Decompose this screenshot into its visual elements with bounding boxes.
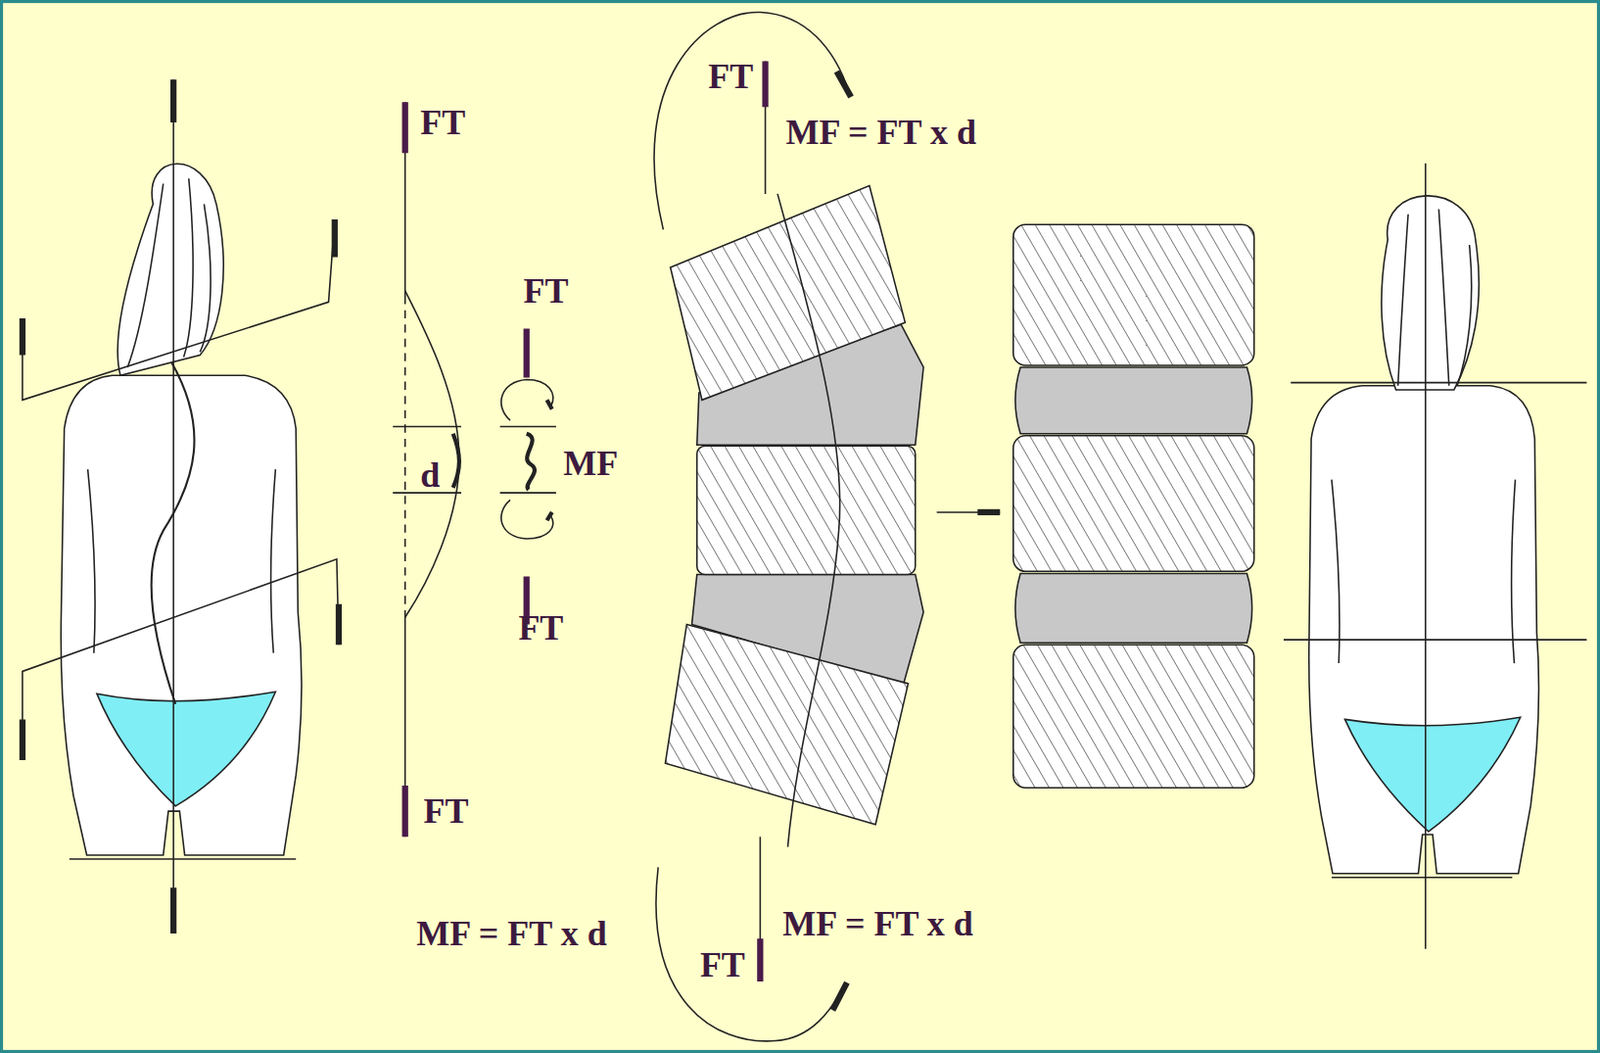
drawing-part <box>402 101 409 837</box>
drawing-part <box>1398 209 1472 386</box>
drawing-part <box>1331 479 1340 663</box>
drawing-part <box>937 511 1001 514</box>
drawing-part <box>151 362 195 705</box>
force-label: FT <box>523 273 569 309</box>
scoliotic-figure <box>22 79 339 934</box>
force-label: FT <box>707 58 753 95</box>
drawing-part <box>22 219 335 400</box>
drawing-part <box>117 163 224 376</box>
drawing-part <box>404 295 407 612</box>
drawing-part <box>501 379 554 422</box>
drawing-part <box>22 604 339 760</box>
drawing-part <box>405 290 460 617</box>
drawing-part <box>523 328 530 624</box>
drawing-part <box>832 982 848 1010</box>
transition-arrow <box>937 511 1001 513</box>
spine-line-diagram <box>392 101 462 837</box>
moment-equation: MF = FT x d <box>785 114 977 150</box>
drawing-part <box>1013 435 1255 572</box>
drawing-part <box>1309 385 1540 874</box>
drawing-part <box>759 61 765 983</box>
drawing-part <box>453 433 460 488</box>
tilted-vertebrae <box>654 11 924 1040</box>
drawing-part <box>670 186 906 401</box>
drawing-part <box>1424 163 1427 949</box>
force-label: FT <box>517 610 564 646</box>
drawing-part <box>1511 479 1516 663</box>
drawing-part <box>271 469 277 654</box>
drawing-part <box>1331 876 1512 879</box>
drawing-part <box>526 433 535 490</box>
moment-equation: MF = FT x d <box>416 915 608 951</box>
moment-equation: MF = FT x d <box>782 905 974 942</box>
drawing-part <box>404 101 407 837</box>
drawing-part <box>88 469 95 654</box>
drawing-part <box>1290 381 1587 384</box>
drawing-part <box>837 71 852 97</box>
drawing-part <box>1344 716 1520 832</box>
drawing-part <box>392 425 462 493</box>
drawing-part <box>547 512 553 520</box>
drawing-part <box>69 857 296 860</box>
corrected-figure <box>1283 163 1588 949</box>
drawing-part <box>547 399 553 409</box>
drawing-part <box>22 219 335 356</box>
force-label: FT <box>420 104 466 141</box>
drawing-part <box>501 499 554 539</box>
drawing-part <box>1381 195 1479 390</box>
drawing-part <box>656 866 846 1040</box>
drawing-part <box>1013 644 1255 788</box>
drawing-part <box>1013 224 1255 366</box>
force-label: FT <box>700 946 746 983</box>
moment-label: MF <box>563 445 618 481</box>
drawing-part <box>1283 638 1588 641</box>
drawing-part <box>172 79 175 934</box>
force-label: FT <box>423 793 469 829</box>
drawing-part <box>96 691 276 806</box>
drawing-part <box>777 193 841 848</box>
drawing-part <box>1015 572 1253 643</box>
drawing-part <box>1015 367 1253 434</box>
drawing-part <box>170 79 177 934</box>
drawing-part <box>127 178 211 368</box>
drawing-part <box>22 559 339 760</box>
drawing-part <box>664 624 908 825</box>
distance-label: d <box>420 457 440 493</box>
drawing-part <box>500 425 557 493</box>
straight-vertebrae <box>1013 224 1255 788</box>
moment-symbol <box>500 328 557 624</box>
drawing-part <box>697 445 916 574</box>
drawing-part <box>759 61 765 983</box>
drawing-part <box>977 509 1000 516</box>
